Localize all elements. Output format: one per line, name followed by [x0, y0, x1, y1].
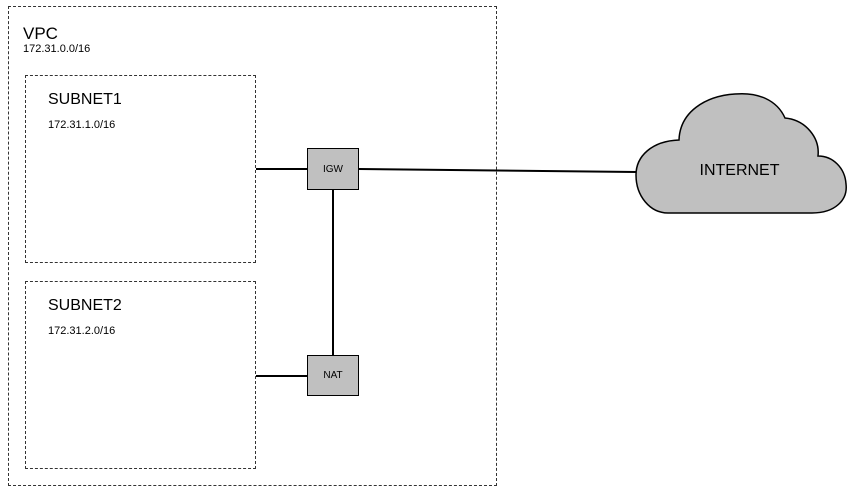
igw-node: IGW [307, 148, 359, 190]
subnet2-label: SUBNET2 [48, 297, 122, 314]
nat-node: NAT [307, 355, 359, 396]
link-igw-internet [358, 168, 637, 173]
nat-label: NAT [323, 370, 343, 381]
igw-label: IGW [323, 163, 343, 175]
vpc-cidr: 172.31.0.0/16 [23, 43, 91, 55]
subnet1-label: SUBNET1 [48, 91, 122, 108]
subnet1-cidr: 172.31.1.0/16 [48, 119, 116, 131]
internet-label: INTERNET [699, 162, 780, 179]
subnet2-cidr: 172.31.2.0/16 [48, 325, 116, 337]
subnet2-container: SUBNET2 172.31.2.0/16 [25, 281, 256, 469]
subnet1-container: SUBNET1 172.31.1.0/16 [25, 75, 256, 263]
vpc-label: VPC [23, 24, 58, 43]
internet-cloud-icon [635, 92, 847, 214]
